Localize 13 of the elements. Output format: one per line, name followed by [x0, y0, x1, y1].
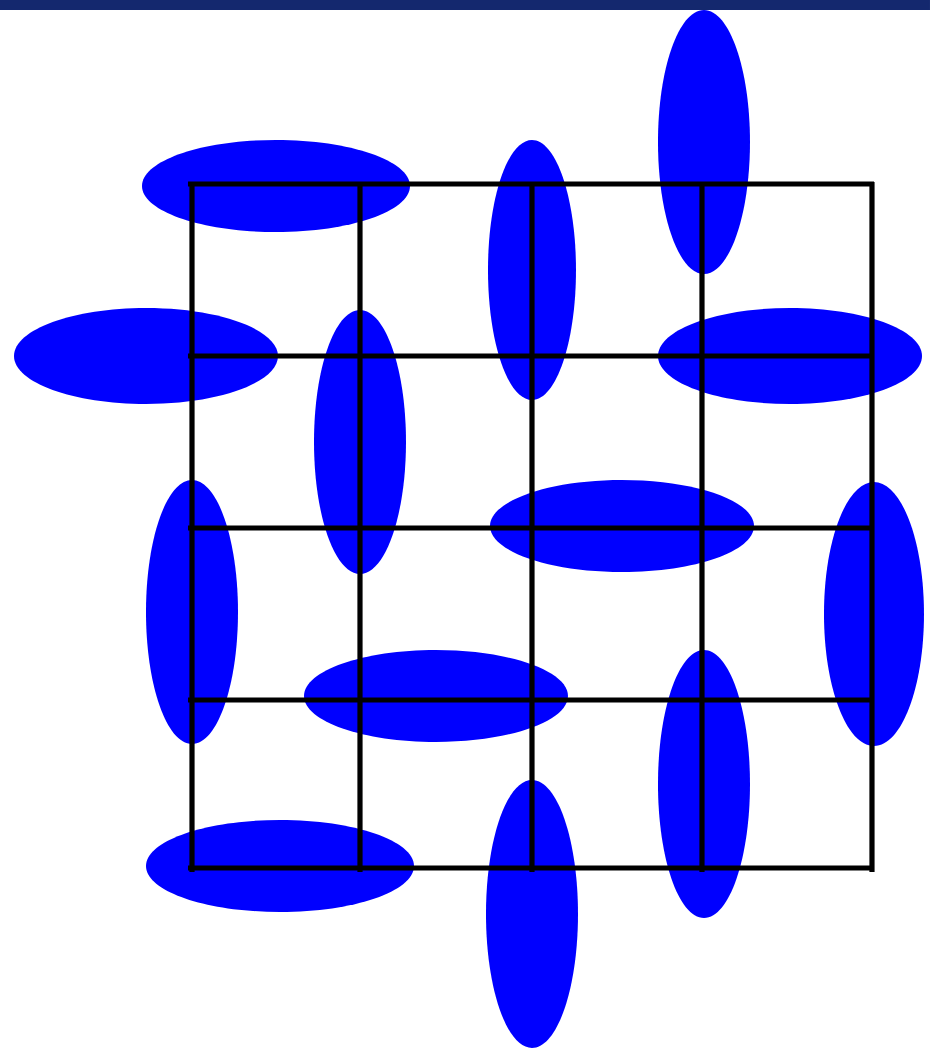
dimer-ellipse	[488, 140, 576, 400]
dimer-ellipse	[658, 10, 750, 274]
dimer-ellipse	[658, 308, 922, 404]
dimer-ellipse	[314, 310, 406, 574]
dimer-ellipse	[146, 480, 238, 744]
dimer-ellipse	[304, 650, 568, 742]
dimer-ellipse	[824, 482, 924, 746]
dimer-ellipse	[142, 140, 410, 232]
dimer-ellipse	[490, 480, 754, 572]
dimer-ellipse	[486, 780, 578, 1048]
dimer-ellipse	[14, 308, 278, 404]
dimer-ellipse	[658, 650, 750, 918]
dimer-ellipse	[146, 820, 414, 912]
